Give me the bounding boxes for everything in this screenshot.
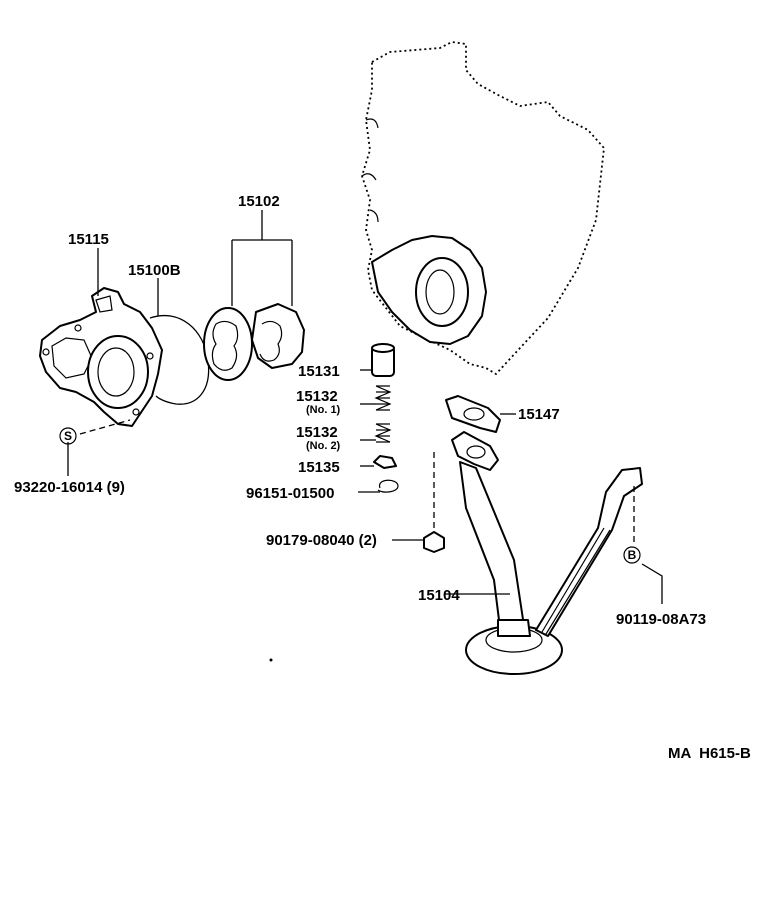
label-15147: 15147: [518, 406, 560, 423]
label-90179: 90179-08040 (2): [266, 532, 377, 549]
s-marker-text: S: [64, 429, 72, 443]
label-15100b: 15100B: [128, 262, 181, 279]
relief-valve-spring-no1: [374, 385, 392, 411]
strainer-gasket: [445, 395, 501, 433]
stray-dot: [269, 658, 273, 662]
oil-strainer: [451, 431, 643, 675]
s-marker: S: [59, 427, 77, 445]
pump-drive-rotor-set: [203, 303, 305, 381]
strainer-nut: [423, 531, 445, 553]
relief-valve-plunger: [371, 343, 395, 377]
engine-block-outline: [361, 41, 605, 376]
label-15104: 15104: [418, 587, 460, 604]
label-15132-no2-sub: (No. 2): [306, 440, 341, 452]
label-15135: 15135: [298, 459, 340, 476]
label-15102: 15102: [238, 193, 280, 210]
label-15132-no2: 15132: [296, 424, 338, 441]
label-15132-no1: 15132: [296, 388, 338, 405]
callout-labels: 15115 15100B 15102 15131 15132 (No. 1) 1…: [14, 193, 751, 762]
label-15132-no1-sub: (No. 1): [306, 404, 341, 416]
oil-pump-body: [39, 287, 163, 427]
leader-lines: [67, 210, 663, 604]
diagram-code: MA H615-B: [668, 745, 751, 762]
o-ring: [149, 314, 210, 405]
b-marker-text: B: [628, 548, 637, 562]
relief-valve-spring-no2: [374, 423, 392, 443]
label-15131: 15131: [298, 363, 340, 380]
label-90119: 90119-08A73: [616, 611, 706, 628]
label-15115: 15115: [68, 231, 109, 248]
label-93220: 93220-16014 (9): [14, 479, 125, 496]
label-96151: 96151-01500: [246, 485, 334, 502]
b-marker: B: [623, 546, 641, 564]
snap-ring: [377, 479, 399, 493]
relief-valve-retainer: [373, 455, 397, 469]
